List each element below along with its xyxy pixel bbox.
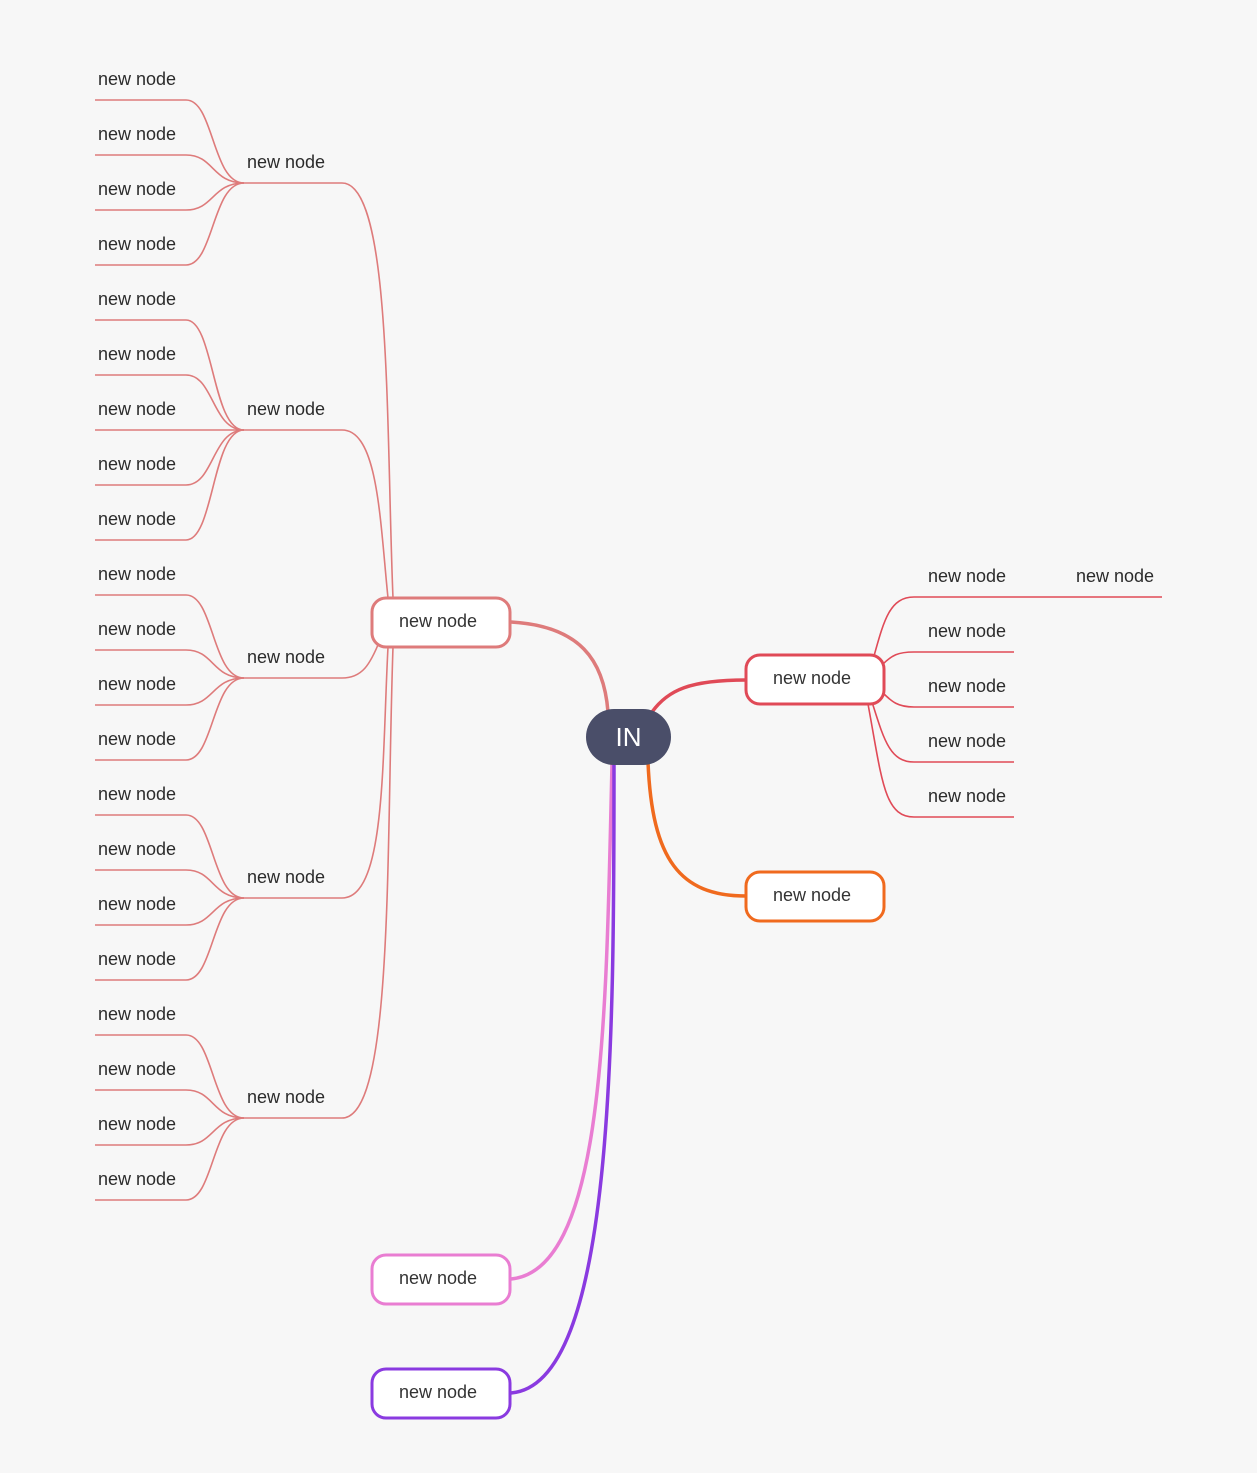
connector-g3-leaf-3 xyxy=(95,677,245,706)
root-node-shape xyxy=(586,709,671,765)
connector-root-right-red xyxy=(650,678,747,714)
group-node-1[interactable]: new node xyxy=(247,152,325,172)
leaf-node[interactable]: new node xyxy=(98,124,176,144)
connector-red-leaf-5 xyxy=(867,703,1014,818)
node-right-red-box xyxy=(744,653,886,706)
connector-g3-leaf-1 xyxy=(95,594,245,679)
connector-main-group-5 xyxy=(244,646,394,1119)
node-main-left-box xyxy=(370,596,512,649)
node-orange-box xyxy=(744,870,886,923)
leaf-node[interactable]: new node xyxy=(98,1004,176,1024)
connector-g5-leaf-2 xyxy=(95,1089,245,1119)
group-node-3[interactable]: new node xyxy=(247,647,325,667)
leaf-node[interactable]: new node xyxy=(98,1059,176,1079)
right-leaf-node[interactable]: new node xyxy=(928,621,1006,641)
leaf-node[interactable]: new node xyxy=(98,69,176,89)
node-purple-box xyxy=(370,1367,512,1420)
connector-g2-leaf-4 xyxy=(95,429,245,486)
connector-g3-leaf-4 xyxy=(95,677,245,761)
connector-main-group-1 xyxy=(244,182,394,599)
branch-main-left xyxy=(95,99,610,1201)
right-leaf-node[interactable]: new node xyxy=(928,566,1006,586)
connector-g4-leaf-3 xyxy=(95,897,245,926)
connector-main-group-4 xyxy=(244,646,389,899)
right-subleaf-node[interactable]: new node xyxy=(1076,566,1154,586)
right-leaf-node[interactable]: new node xyxy=(928,731,1006,751)
connector-red-leaf-2 xyxy=(881,651,1014,666)
leaf-node[interactable]: new node xyxy=(98,1169,176,1189)
node-pink-label: new node xyxy=(399,1268,477,1288)
node-main-left[interactable]: new node xyxy=(370,596,512,649)
leaf-node[interactable]: new node xyxy=(98,619,176,639)
connector-g1-leaf-2 xyxy=(95,154,245,184)
leaf-node[interactable]: new node xyxy=(98,784,176,804)
connector-red-leaf-4 xyxy=(871,701,1014,763)
connector-main-group-2 xyxy=(244,429,389,599)
node-pink[interactable]: new node xyxy=(370,1253,512,1306)
root-node[interactable]: IN xyxy=(586,709,671,765)
leaf-node[interactable]: new node xyxy=(98,289,176,309)
right-leaf-node[interactable]: new node xyxy=(928,676,1006,696)
connector-g2-leaf-5 xyxy=(95,429,245,541)
connector-g2-leaf-1 xyxy=(95,319,245,431)
leaf-node[interactable]: new node xyxy=(98,344,176,364)
connector-g3-leaf-2 xyxy=(95,649,245,679)
connector-g5-leaf-1 xyxy=(95,1034,245,1119)
connector-g4-leaf-1 xyxy=(95,814,245,899)
node-purple[interactable]: new node xyxy=(370,1367,512,1420)
connector-g1-leaf-1 xyxy=(95,99,245,184)
connector-g2-leaf-2 xyxy=(95,374,245,431)
node-pink-box xyxy=(370,1253,512,1306)
leaf-node[interactable]: new node xyxy=(98,674,176,694)
group-node-2[interactable]: new node xyxy=(247,399,325,419)
leaf-node[interactable]: new node xyxy=(98,949,176,969)
leaf-node[interactable]: new node xyxy=(98,729,176,749)
connector-root-purple xyxy=(510,763,616,1395)
connector-g1-leaf-4 xyxy=(95,182,245,266)
connector-g1-leaf-3 xyxy=(95,182,245,211)
node-purple-label: new node xyxy=(399,1382,477,1402)
connector-root-main-left xyxy=(510,620,610,713)
connector-main-group-3 xyxy=(244,639,381,679)
connector-root-pink xyxy=(510,763,614,1281)
leaf-node[interactable]: new node xyxy=(98,509,176,529)
connector-g4-leaf-4 xyxy=(95,897,245,981)
right-leaf-node[interactable]: new node xyxy=(928,786,1006,806)
leaf-node[interactable]: new node xyxy=(98,179,176,199)
leaf-node[interactable]: new node xyxy=(98,564,176,584)
node-orange[interactable]: new node xyxy=(744,870,886,923)
leaf-node[interactable]: new node xyxy=(98,1114,176,1134)
node-main-left-label: new node xyxy=(399,611,477,631)
leaf-node[interactable]: new node xyxy=(98,234,176,254)
group-node-5[interactable]: new node xyxy=(247,1087,325,1107)
connector-g5-leaf-3 xyxy=(95,1117,245,1146)
leaf-node[interactable]: new node xyxy=(98,894,176,914)
node-right-red-label: new node xyxy=(773,668,851,688)
leaf-node[interactable]: new node xyxy=(98,454,176,474)
connector-red-leaf-3 xyxy=(881,691,1014,708)
node-right-red[interactable]: new node xyxy=(744,653,886,706)
root-node-label: IN xyxy=(616,722,642,752)
connector-g4-leaf-2 xyxy=(95,869,245,899)
connector-g5-leaf-4 xyxy=(95,1117,245,1201)
node-orange-label: new node xyxy=(773,885,851,905)
connector-root-orange xyxy=(646,761,747,898)
leaf-node[interactable]: new node xyxy=(98,839,176,859)
connector-red-leaf-1 xyxy=(873,596,1014,657)
group-node-4[interactable]: new node xyxy=(247,867,325,887)
leaf-node[interactable]: new node xyxy=(98,399,176,419)
branch-right-red xyxy=(650,596,1162,818)
